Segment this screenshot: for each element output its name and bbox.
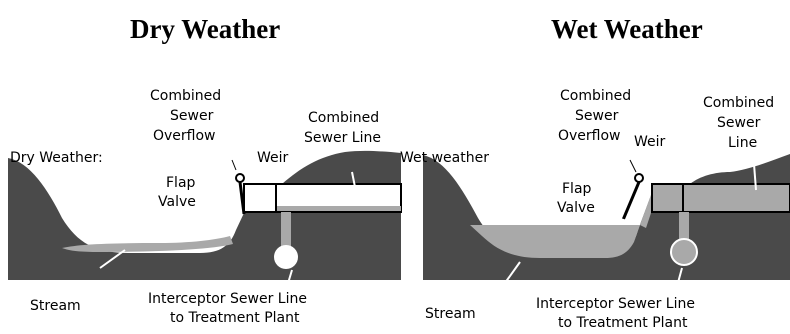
wet-interceptor-label-1: Interceptor Sewer Line: [536, 296, 695, 312]
dry-ground-right: [276, 212, 401, 280]
dry-csl-leader: [351, 171, 357, 193]
wet-csl-label-3: Line: [728, 135, 757, 151]
dry-flap-label-2: Valve: [158, 194, 196, 210]
wet-ground: [423, 155, 650, 280]
wet-interceptor-sewer: [670, 238, 698, 266]
dry-flap-leader: [195, 185, 227, 189]
wet-stream-label: Stream: [425, 306, 476, 322]
wet-cso-label-1: Combined: [560, 88, 631, 104]
dry-stream-water: [62, 236, 233, 252]
dry-stream-leader: [99, 249, 126, 269]
wet-weather-title: Wet Weather: [551, 14, 703, 44]
wet-stream-leader: [499, 261, 521, 291]
wet-flap-valve: [621, 181, 641, 221]
dry-csl-label-2: Sewer Line: [304, 130, 381, 146]
wet-weather-panel: Wet weather Combined Sewer Overflow Weir…: [400, 88, 790, 331]
dry-csl-label-1: Combined: [308, 110, 379, 126]
dry-cso-label-1: Combined: [150, 88, 221, 104]
wet-flap-label-2: Valve: [557, 200, 595, 216]
wet-cso-label-3: Overflow: [558, 128, 621, 144]
dry-interceptor-leader: [285, 269, 293, 291]
dry-cso-label-2: Sewer: [170, 108, 214, 124]
dry-flap-label-1: Flap: [166, 175, 196, 191]
wet-flap-valve-hinge: [634, 173, 644, 183]
dry-ground-mid: [244, 212, 276, 280]
dry-interceptor-label-2: to Treatment Plant: [170, 310, 300, 326]
dry-interceptor-drop: [281, 212, 291, 248]
dry-flap-valve: [238, 181, 246, 215]
wet-csl-leader: [753, 163, 757, 191]
wet-csl-label-2: Sewer: [717, 115, 761, 131]
dry-hill: [282, 150, 401, 184]
wet-interceptor-drop: [679, 212, 689, 240]
wet-corner-label: Wet weather: [400, 150, 489, 166]
dry-cso-label-3: Overflow: [153, 128, 216, 144]
dry-weir-label: Weir: [257, 150, 289, 166]
wet-stream-water: [470, 225, 640, 258]
dry-flap-valve-hinge: [235, 173, 245, 183]
wet-ground-right: [650, 212, 790, 280]
dry-sewage-flow: [276, 206, 401, 211]
dry-interceptor-sewer: [274, 245, 298, 269]
wet-interceptor-label-2: to Treatment Plant: [558, 315, 688, 331]
wet-csl-label-1: Combined: [703, 95, 774, 111]
wet-weir-label: Weir: [634, 134, 666, 150]
wet-flap-leader: [603, 213, 631, 223]
dry-weather-title: Dry Weather: [130, 14, 281, 44]
wet-flap-label-1: Flap: [562, 181, 592, 197]
wet-hill: [690, 154, 790, 184]
wet-cso-leader: [629, 159, 637, 173]
dry-weather-panel: Dry Weather: Combined Sewer Overflow Wei…: [8, 88, 402, 326]
wet-interceptor-leader: [675, 267, 683, 291]
dry-corner-label: Dry Weather:: [10, 150, 103, 166]
wet-cso-label-2: Sewer: [575, 108, 619, 124]
wet-combined-sewer-pipe: [651, 183, 790, 213]
dry-stream-label: Stream: [30, 298, 81, 314]
dry-interceptor-label-1: Interceptor Sewer Line: [148, 291, 307, 307]
dry-cso-leader: [231, 159, 237, 171]
